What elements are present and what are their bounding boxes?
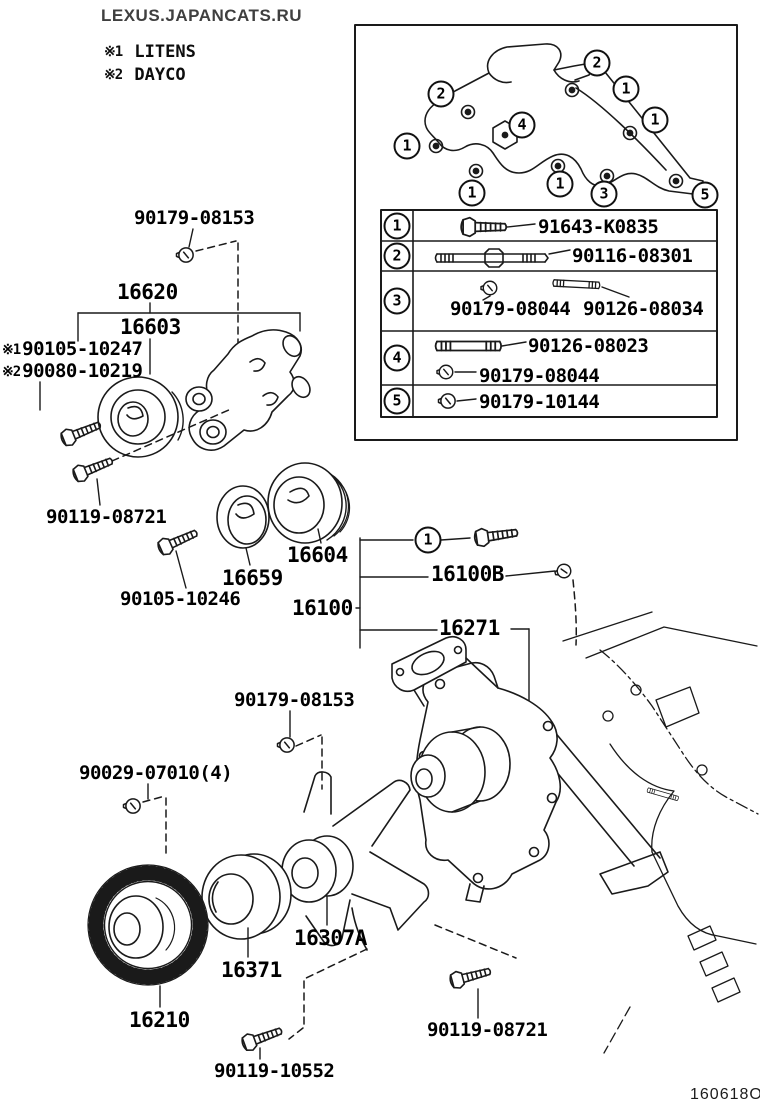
footnote-marker: ※1 <box>104 44 123 60</box>
footnote-litens: ※1 LITENS <box>104 43 196 62</box>
watermark: LEXUS.JAPANCATS.RU <box>101 6 303 25</box>
footnote-text: LITENS <box>134 42 196 62</box>
drawing-number: 160618O <box>690 1086 760 1103</box>
footnote-text: DAYCO <box>134 65 186 85</box>
footnote-marker: ※2 <box>104 67 123 83</box>
footnote-dayco: ※2 DAYCO <box>104 66 186 85</box>
